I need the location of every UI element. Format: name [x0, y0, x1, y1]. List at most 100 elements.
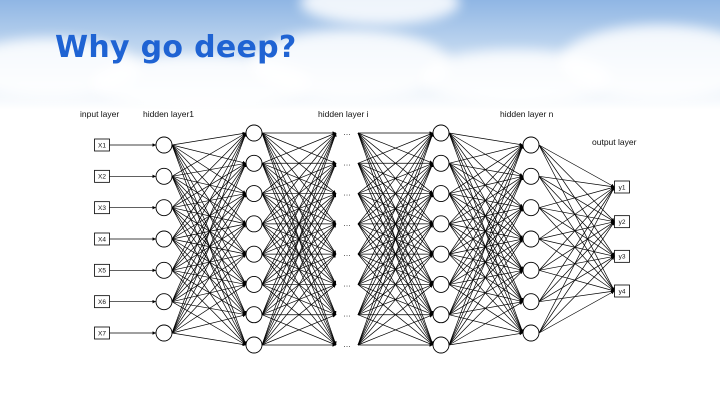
connection-edge [448, 193, 524, 334]
connection-edge [357, 132, 434, 225]
hidden-layer-n-neuron [522, 261, 540, 279]
output-node-box [614, 249, 630, 263]
hidden-layer-n-neuron [522, 293, 540, 311]
connection-edge [448, 132, 524, 208]
ellipsis-marker: … [343, 128, 351, 137]
connection-edge [448, 223, 524, 334]
output-node-label: y1 [619, 184, 626, 191]
connection-edge [171, 207, 247, 255]
connection-edge [448, 253, 524, 334]
hidden-layer1-neuron [155, 230, 173, 248]
connection-edge [171, 253, 247, 271]
input-node-label: X7 [98, 330, 106, 337]
output-edge [538, 186, 615, 240]
connection-edge [448, 269, 524, 285]
output-node-box [614, 180, 630, 194]
connection-edge [357, 132, 434, 255]
output-edge [538, 186, 615, 302]
connection-edge [448, 253, 524, 272]
output-edge [538, 238, 615, 292]
connection-edge [448, 144, 524, 285]
connection-edge [448, 253, 524, 302]
connection-edge [171, 132, 247, 334]
hidden-layer-n-neuron [522, 199, 540, 217]
input-node-box [94, 263, 110, 277]
hidden-layer2-neuron [245, 154, 263, 172]
connection-edge [261, 284, 337, 346]
connection-edge [171, 238, 247, 285]
hidden-layer1-neuron [155, 136, 173, 154]
connection-edge [448, 144, 524, 255]
connection-edge [448, 132, 524, 240]
output-node-box [614, 284, 630, 298]
connection-edge [448, 132, 524, 147]
connection-edge [448, 163, 524, 271]
connection-edge [171, 313, 247, 334]
connection-edge [171, 207, 247, 315]
connection-edge [171, 132, 247, 177]
hidden-layer-n-neuron [522, 136, 540, 154]
connection-edge [448, 144, 524, 315]
output-node-label: y2 [619, 219, 626, 226]
connection-edge [171, 207, 247, 346]
input-node-label: X3 [98, 205, 106, 212]
output-edge [538, 221, 615, 302]
input-layer-label: input layer [80, 109, 119, 119]
connection-edge [357, 132, 434, 285]
connection-edge [448, 237, 524, 255]
connection-edge [448, 144, 524, 194]
connection-edge [171, 192, 247, 209]
connection-edge [448, 144, 524, 346]
connection-edge [171, 238, 247, 315]
output-edge [538, 256, 615, 334]
connection-edge [261, 253, 337, 346]
connection-edge [171, 284, 247, 334]
output-edge [538, 207, 615, 292]
sky-background [0, 0, 720, 110]
connection-edge [448, 144, 524, 164]
connection-edge [448, 132, 524, 271]
connection-edge [171, 270, 247, 346]
connection-edge [171, 163, 247, 334]
connection-edge [171, 176, 247, 285]
connection-edge [448, 270, 524, 346]
connection-edge [171, 238, 247, 346]
connection-edge [448, 223, 524, 271]
output-layer-label: output layer [592, 137, 637, 147]
connection-edge [357, 284, 434, 346]
connection-edge [171, 238, 247, 256]
input-node-label: X2 [98, 174, 106, 181]
connection-edge [171, 132, 247, 271]
connection-edge [171, 176, 247, 315]
input-node-box [94, 169, 110, 183]
connection-edge [448, 207, 524, 346]
connection-edge [171, 176, 247, 225]
output-edge [538, 176, 615, 292]
output-edge [538, 256, 615, 302]
output-edge [538, 290, 615, 334]
output-edge [538, 255, 615, 271]
hidden-layer1-label: hidden layer1 [143, 109, 194, 119]
connection-edge [357, 314, 434, 346]
output-edge [538, 220, 615, 240]
connection-edge [448, 301, 524, 346]
hidden-layer-i-neuron [432, 306, 450, 324]
output-edge [538, 186, 615, 271]
connection-edge [448, 132, 524, 177]
connection-edge [357, 223, 434, 346]
ellipsis-marker: … [343, 158, 351, 167]
connection-edge [357, 132, 434, 164]
connection-edge [171, 144, 247, 285]
hidden-layer1-neuron [155, 199, 173, 217]
ellipsis-marker: … [343, 310, 351, 319]
output-edge [538, 144, 615, 188]
connection-edge [448, 193, 524, 240]
hidden-layer2-neuron [245, 245, 263, 263]
connection-edge [357, 253, 434, 346]
hidden-layer-n-neuron [522, 230, 540, 248]
input-node-box [94, 138, 110, 152]
hidden-layer-n-neuron [522, 324, 540, 342]
slide-title: Why go deep? [55, 30, 297, 65]
ellipsis-marker: … [343, 279, 351, 288]
connection-edge [261, 132, 337, 255]
